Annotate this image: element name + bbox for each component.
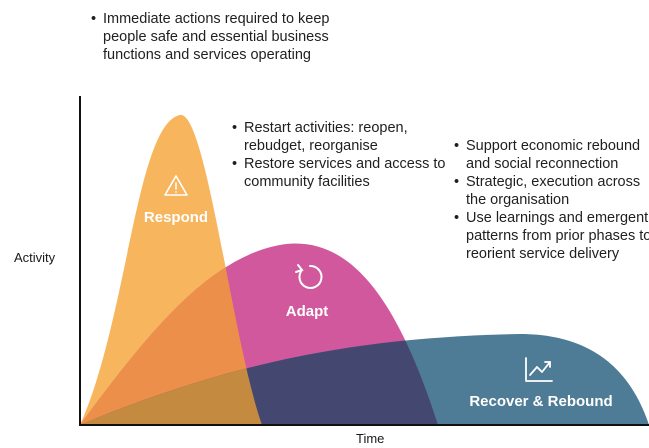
x-axis-label: Time [356,431,384,446]
adapt-note-item: Restore services and access to community… [232,155,452,191]
respond-label: Respond [144,209,208,226]
recover-note-item: Use learnings and emergent patterns from… [454,209,649,263]
recover-label: Recover & Rebound [469,393,612,410]
adapt-label: Adapt [286,303,329,320]
trending-up-chart-icon [525,357,553,382]
refresh-arrow-icon [295,264,323,289]
recover-notes: Support economic rebound and social reco… [454,137,649,263]
recover-note-item: Strategic, execution across the organisa… [454,173,649,209]
warning-triangle-icon [164,175,188,196]
adapt-note-item: Restart activities: reopen, rebudget, re… [232,119,452,155]
respond-notes: Immediate actions required to keep peopl… [91,10,341,64]
respond-note-item: Immediate actions required to keep peopl… [91,10,341,64]
adapt-notes: Restart activities: reopen, rebudget, re… [232,119,452,191]
recover-note-item: Support economic rebound and social reco… [454,137,649,173]
respond-recover-overlap [80,334,262,425]
y-axis-label: Activity [14,250,56,265]
